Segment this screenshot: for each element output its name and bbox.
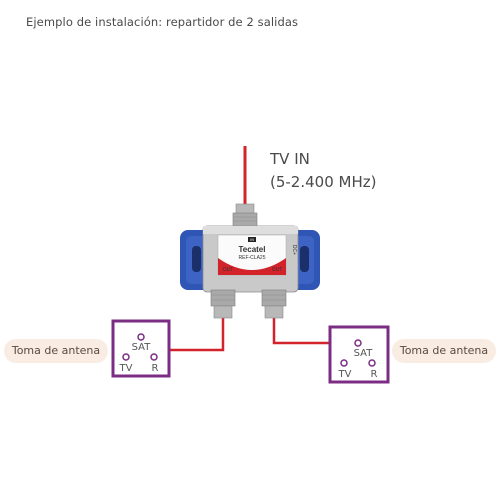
sat-socket-icon — [137, 333, 145, 341]
splitter-device-icon: IN Tecatel REF-CLA25 OUT OUT DC+ — [180, 203, 320, 319]
right-outlet: SAT TV R — [328, 325, 390, 384]
splitter-in-mark: IN — [250, 238, 254, 242]
sat-socket-icon — [354, 339, 362, 347]
input-label: TV IN (5-2.400 MHz) — [270, 148, 376, 194]
radio-socket-icon — [150, 353, 158, 361]
radio-socket-icon — [368, 359, 376, 367]
right-r-label: R — [371, 369, 378, 380]
right-tv-label: TV — [338, 369, 352, 380]
splitter-out-right: OUT — [272, 267, 283, 273]
left-sat-label: SAT — [132, 342, 152, 353]
input-label-line2: (5-2.400 MHz) — [270, 173, 377, 191]
tv-socket-icon — [340, 359, 348, 367]
outlet-label-left: Toma de antena — [4, 339, 108, 363]
page-title: Ejemplo de instalación: repartidor de 2 … — [26, 15, 299, 29]
splitter-dc-mark: DC+ — [291, 245, 297, 255]
outlet-label-right: Toma de antena — [392, 339, 496, 363]
input-label-line1: TV IN — [270, 150, 310, 168]
right-sat-label: SAT — [354, 348, 374, 359]
splitter-out-left: OUT — [223, 267, 234, 273]
tv-socket-icon — [122, 353, 130, 361]
output-cable-right — [272, 318, 330, 345]
output-cable-left — [170, 318, 225, 352]
splitter-brand: Tecatel — [239, 245, 266, 254]
left-outlet: SAT TV R — [111, 319, 171, 378]
left-tv-label: TV — [119, 363, 133, 374]
left-r-label: R — [152, 363, 159, 374]
splitter-ref: REF-CLA25 — [239, 255, 266, 261]
